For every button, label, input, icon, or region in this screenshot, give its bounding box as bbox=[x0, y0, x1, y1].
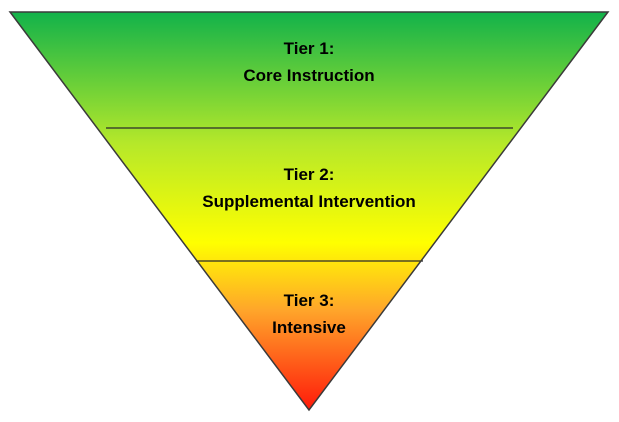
tier-2-title: Tier 2: bbox=[284, 165, 335, 184]
tier-2-subtitle: Supplemental Intervention bbox=[202, 192, 415, 211]
tier-1-label: Tier 1: Core Instruction bbox=[243, 39, 374, 85]
tier-3-label: Tier 3: Intensive bbox=[272, 291, 346, 337]
tier-1-subtitle: Core Instruction bbox=[243, 66, 374, 85]
pyramid-outline bbox=[8, 11, 610, 412]
tier-3-title: Tier 3: bbox=[284, 291, 335, 310]
pyramid-shape bbox=[10, 12, 608, 410]
tier-1-title: Tier 1: bbox=[284, 39, 335, 58]
tier-3-subtitle: Intensive bbox=[272, 318, 346, 337]
tier-2-label: Tier 2: Supplemental Intervention bbox=[202, 165, 415, 211]
